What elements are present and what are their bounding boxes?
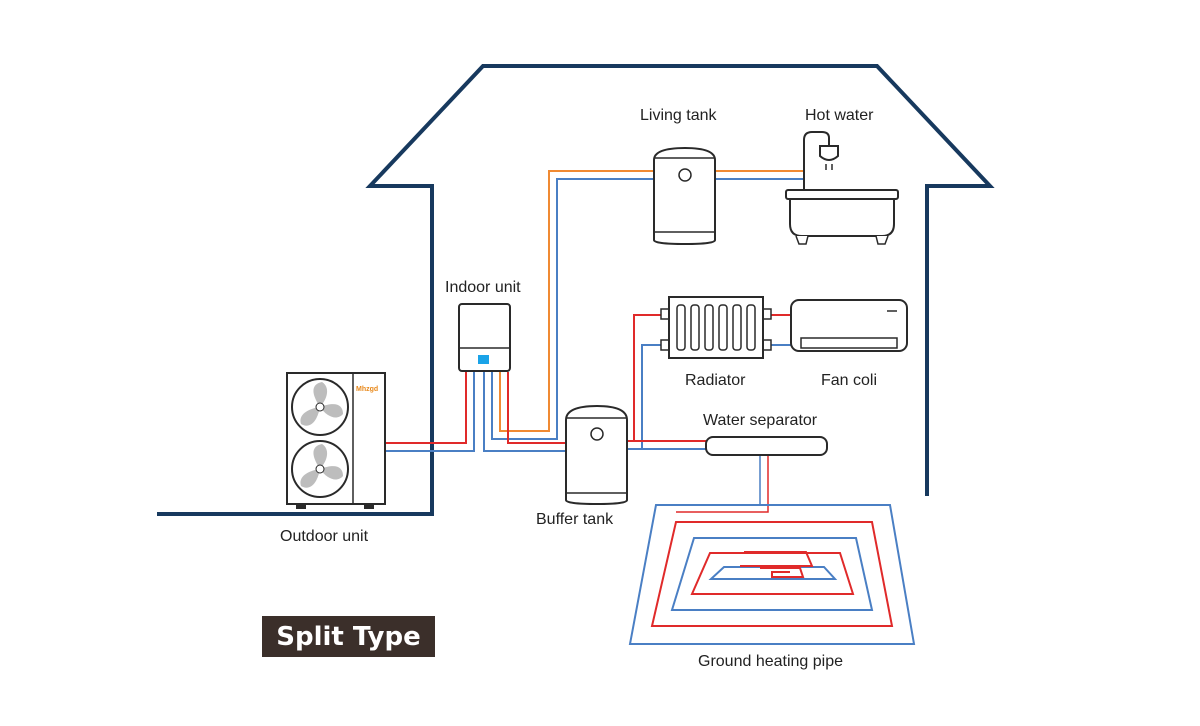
pipe-ground-return <box>656 456 761 506</box>
bathtub-icon <box>785 131 899 245</box>
label-radiator: Radiator <box>685 372 746 389</box>
label-indoor-unit: Indoor unit <box>445 279 521 296</box>
title-background <box>262 616 435 657</box>
pipe-radiator-cold <box>627 344 661 450</box>
pipe-dhw-supply <box>499 170 656 432</box>
pipe-outdoor-cold <box>386 372 475 452</box>
label-buffer-tank: Buffer tank <box>536 511 614 528</box>
label-ground-heating-pipe: Ground heating pipe <box>698 653 843 670</box>
label-fan-coil: Fan coli <box>821 372 878 389</box>
fan-bottom-icon <box>291 440 349 498</box>
water-separator <box>705 436 828 456</box>
pipe-buffer-hot <box>507 372 566 444</box>
label-water-separator: Water separator <box>703 412 818 429</box>
ground-heating-loop <box>628 504 916 645</box>
label-outdoor-unit: Outdoor unit <box>280 528 369 545</box>
label-hot-water: Hot water <box>805 107 874 124</box>
pipe-radiator-hot <box>627 314 661 442</box>
fan-top-icon <box>291 378 349 436</box>
pipe-ground-supply <box>676 456 769 513</box>
living-tank <box>653 146 716 246</box>
floor-outline <box>628 504 916 645</box>
brand-logo: Mhzgd <box>356 386 379 393</box>
pipe-dhw-return <box>491 178 656 440</box>
indoor-display <box>478 355 489 364</box>
indoor-unit <box>458 303 511 372</box>
label-living-tank: Living tank <box>640 107 717 124</box>
diagram-title: Split Type <box>276 621 421 652</box>
pipe-buffer-cold <box>483 372 566 452</box>
radiator-icon <box>660 296 772 359</box>
outdoor-unit <box>286 372 386 509</box>
buffer-tank <box>565 404 628 506</box>
pipe-outdoor-hot <box>386 372 467 444</box>
house-outline <box>157 64 995 516</box>
fan-coil-icon <box>790 299 908 352</box>
